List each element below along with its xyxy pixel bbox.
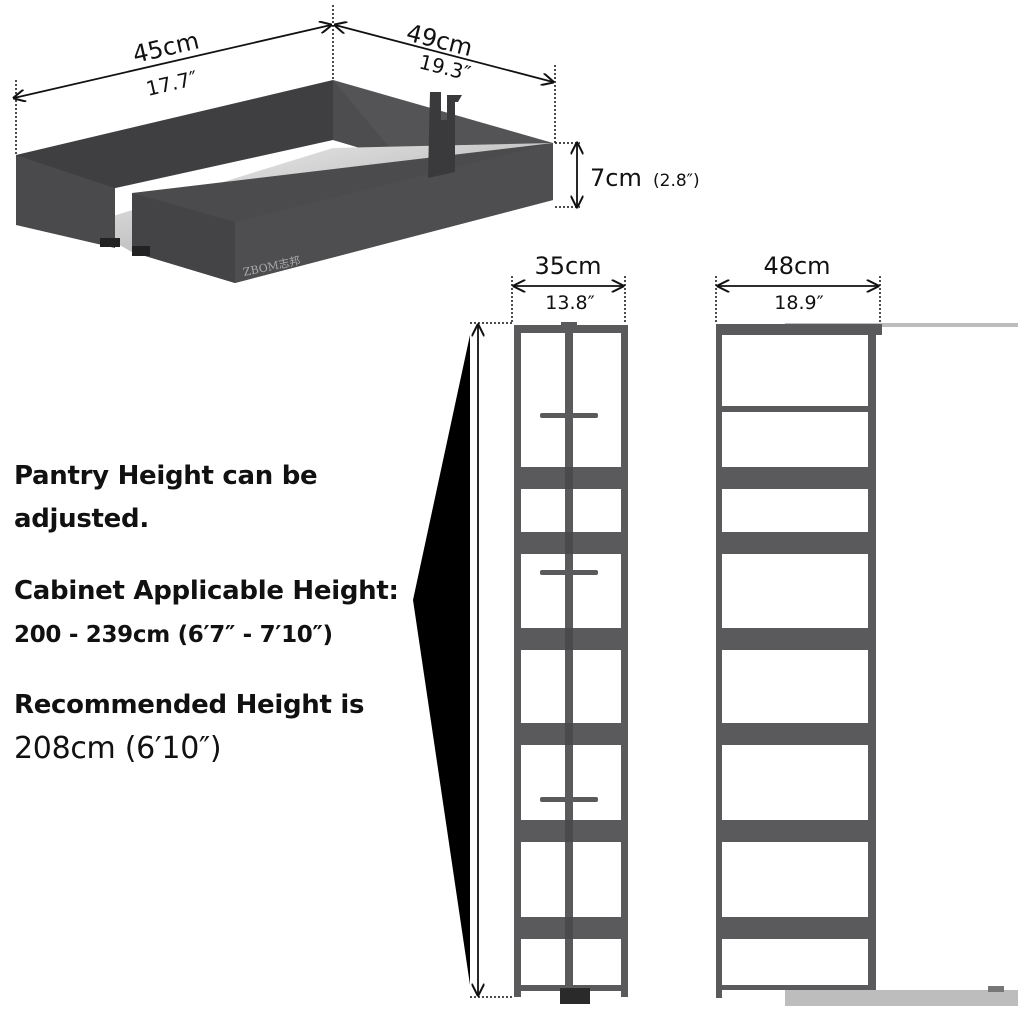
info-line-5: Recommended Height is [14, 690, 365, 720]
center-pole [565, 820, 573, 842]
pantry-side-view [716, 323, 1018, 1006]
side-shelf-basket [720, 820, 874, 842]
pantry-front-view [514, 322, 628, 1004]
slide-rail-top [785, 323, 1018, 327]
info-line-4: 200 - 239cm (6′7″ - 7′10″) [14, 622, 333, 648]
info-line-1: Pantry Height can be [14, 461, 318, 491]
tray-dimension-arrows [14, 25, 577, 207]
pantry-guide-lines [470, 276, 881, 998]
info-line-2: adjusted. [14, 504, 149, 534]
slide-rail-bottom [785, 990, 1018, 1006]
side-shelf-basket [720, 628, 874, 650]
info-line-3: Cabinet Applicable Height: [14, 576, 399, 606]
front-width-in: 13.8″ [545, 292, 594, 314]
side-shelf-basket [720, 532, 874, 554]
center-pole [565, 532, 573, 554]
tray-height-cm: 7cm [590, 164, 642, 192]
side-shelf-basket [720, 467, 874, 489]
center-pole [565, 917, 573, 939]
pantry-dimension-arrows [478, 286, 878, 995]
side-width-in: 18.9″ [774, 292, 823, 314]
side-shelf-basket [720, 723, 874, 745]
tray-drawing: ZBOM志邦 [16, 80, 553, 283]
side-shelf-basket [720, 917, 874, 939]
front-width-cm: 35cm [534, 252, 601, 280]
info-line-6: 208cm (6′10″) [14, 731, 222, 766]
center-pole [565, 723, 573, 745]
tray-height-in: (2.8″) [653, 171, 700, 191]
height-pointer-triangle [413, 335, 470, 985]
tray-width-in: 17.7″ [144, 66, 200, 101]
center-pole [565, 467, 573, 489]
side-width-cm: 48cm [763, 252, 830, 280]
center-pole [565, 628, 573, 650]
